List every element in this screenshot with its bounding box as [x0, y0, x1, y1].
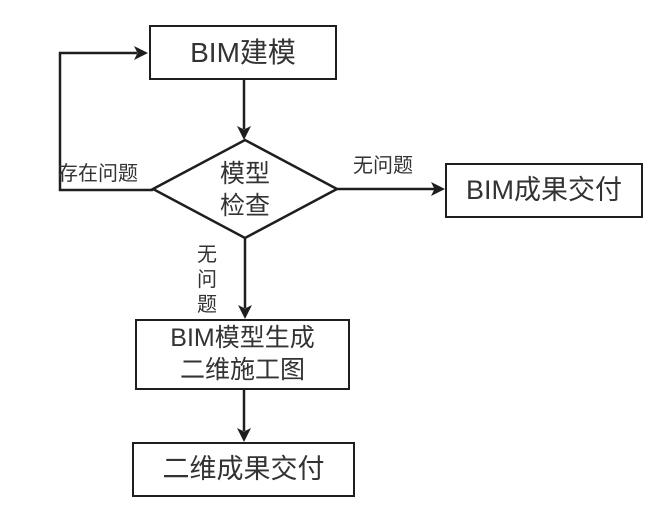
node-bim-delivery: BIM成果交付 [445, 163, 643, 218]
arrowhead-check-to-generate-2d [238, 305, 252, 319]
arrowhead-feedback-to-modeling [134, 46, 148, 60]
node-model-check-label: 模型 检查 [219, 159, 270, 221]
arrowhead-check-to-bim-delivery [431, 182, 445, 196]
edge-label-no-problem-down: 无 问 题 [197, 244, 217, 316]
edge-label-problem-exists: 存在问题 [58, 163, 138, 185]
arrowhead-modeling-to-check [237, 126, 251, 140]
edge-label-no-problem-right: 无问题 [353, 155, 413, 177]
feedback-loop-line [58, 51, 153, 192]
node-generate-2d-drawings: BIM模型生成 二维施工图 [135, 319, 350, 390]
node-2d-delivery: 二维成果交付 [132, 442, 355, 497]
arrowhead-generate-2d-to-2d-delivery [237, 428, 251, 442]
node-bim-modeling: BIM建模 [149, 25, 337, 80]
